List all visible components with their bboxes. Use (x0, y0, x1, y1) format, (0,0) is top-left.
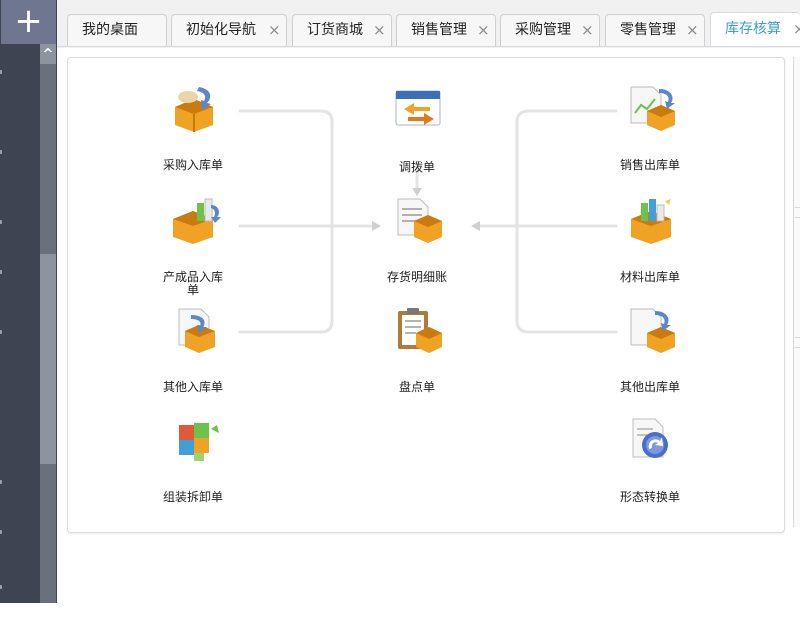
arrow-down-icon (412, 188, 422, 196)
sidebar-marker (0, 480, 2, 484)
tab-label: 订货商城 (307, 22, 363, 38)
tab-label: 初始化导航 (186, 22, 256, 38)
form-conversion-node[interactable]: 形态转换单 (616, 415, 684, 510)
node-label: 存货明细账 (386, 270, 447, 284)
box-inbound-icon (175, 87, 213, 132)
left-sidebar: + ^ (0, 0, 57, 603)
sidebar-marker (0, 70, 2, 74)
inventory-detail-ledger-node[interactable]: 存货明细账 (383, 195, 451, 290)
inventory-flow-panel: 采购入库单 产成品入库单 其他入库单 组装拆卸单 (67, 57, 785, 533)
tab-label: 采购管理 (515, 22, 571, 38)
node-label: 其他出库单 (619, 380, 680, 394)
close-icon[interactable]: × (268, 21, 281, 39)
close-icon[interactable]: × (477, 21, 490, 39)
box-goods-icon (173, 198, 221, 244)
scrollbar-thumb[interactable] (40, 64, 56, 254)
tab-label: 销售管理 (411, 22, 467, 38)
sidebar-marker (0, 330, 2, 334)
tab-purchase[interactable]: 采购管理 × (500, 14, 600, 46)
material-outbound-node[interactable]: 材料出库单 (616, 195, 684, 290)
other-outbound-node[interactable]: 其他出库单 (616, 305, 684, 400)
ledger-box-icon (397, 198, 442, 243)
close-icon[interactable]: × (581, 21, 594, 39)
sidebar-marker (0, 585, 2, 589)
node-label: 组装拆卸单 (162, 490, 223, 504)
node-label: 其他入库单 (162, 380, 223, 394)
sidebar-scrollbar[interactable]: ^ (40, 44, 56, 603)
scrollbar-track-lower (40, 464, 56, 603)
add-button[interactable]: + (1, 0, 56, 44)
tab-bar: 我的桌面 初始化导航 × 订货商城 × 销售管理 × 采购管理 × 零售管理 ×… (57, 0, 800, 48)
node-label: 销售出库单 (619, 158, 680, 172)
sidebar-marker (0, 150, 2, 154)
tab-label: 零售管理 (620, 22, 676, 38)
close-icon[interactable]: × (793, 20, 800, 38)
arrow-right-icon (372, 221, 381, 231)
document-box-outbound-icon (630, 308, 675, 353)
blocks-icon (179, 423, 219, 461)
transfer-node[interactable]: 调拨单 (383, 85, 451, 180)
finished-goods-inbound-node[interactable]: 产成品入库单 (159, 195, 227, 297)
node-label: 采购入库单 (162, 158, 223, 172)
purchase-inbound-node[interactable]: 采购入库单 (159, 83, 227, 178)
flow-connector-lines (238, 109, 618, 334)
sidebar-marker (0, 530, 2, 534)
close-icon[interactable]: × (686, 21, 699, 39)
sales-outbound-node[interactable]: 销售出库单 (616, 83, 684, 178)
node-label: 形态转换单 (619, 490, 680, 504)
sidebar-marker (0, 220, 2, 224)
assembly-disassembly-node[interactable]: 组装拆卸单 (159, 415, 227, 510)
sidebar-marker (0, 270, 2, 274)
tab-retail[interactable]: 零售管理 × (605, 14, 705, 46)
tab-order-mall[interactable]: 订货商城 × (292, 14, 392, 46)
node-label: 产成品入库单 (162, 270, 223, 297)
tab-sales[interactable]: 销售管理 × (396, 14, 496, 46)
conversion-document-icon (632, 418, 668, 458)
tab-label: 库存核算 (725, 21, 781, 37)
chart-box-icon (630, 86, 675, 131)
scroll-up-arrow-icon[interactable]: ^ (42, 47, 54, 62)
tab-desktop[interactable]: 我的桌面 (67, 14, 167, 46)
other-inbound-node[interactable]: 其他入库单 (159, 305, 227, 400)
node-label: 调拨单 (398, 160, 435, 174)
tab-label: 我的桌面 (82, 22, 138, 38)
tab-init-nav[interactable]: 初始化导航 × (171, 14, 287, 46)
tab-bar-divider (57, 46, 800, 47)
materials-box-icon (631, 199, 671, 244)
arrow-left-icon (471, 221, 480, 231)
close-icon[interactable]: × (373, 21, 386, 39)
node-label: 材料出库单 (619, 270, 680, 284)
document-box-icon (178, 308, 215, 353)
clipboard-icon (398, 308, 442, 353)
node-label: 盘点单 (398, 380, 435, 394)
stocktake-node[interactable]: 盘点单 (383, 305, 451, 400)
right-panel-edge (793, 57, 800, 527)
tab-inventory-accounting[interactable]: 库存核算 × (710, 12, 800, 47)
transfer-window-icon (395, 90, 441, 126)
